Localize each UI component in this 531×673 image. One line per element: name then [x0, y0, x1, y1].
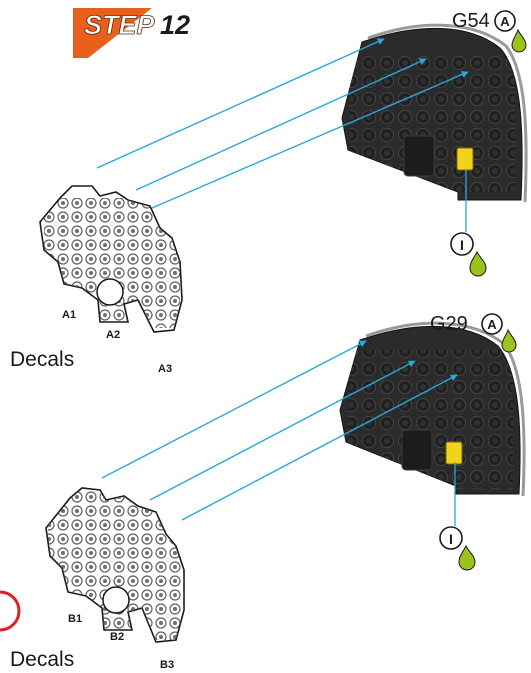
decal-label-b2: B2 [110, 631, 124, 643]
step-word: STEP [84, 10, 156, 40]
decal-label-b3: B3 [160, 659, 174, 671]
detail-badge-circle [450, 232, 474, 256]
decal-label-a3: A3 [158, 363, 172, 375]
paint-badge-a: A [494, 10, 527, 53]
instrument-panel-g29 [339, 321, 526, 497]
yellow-part [456, 147, 474, 171]
placement-arrow [149, 360, 416, 501]
detail-badge-letter: I [460, 237, 464, 253]
part-code: G29 [430, 313, 468, 335]
placement-arrow [96, 38, 385, 169]
paint-badge-circle [481, 313, 503, 335]
step-banner: STEP 12 [73, 8, 190, 58]
detail-badge-i: I [439, 526, 476, 571]
decal-label-a1: A1 [62, 309, 76, 321]
paint-badge-circle [494, 10, 516, 32]
paint-drop-icon [501, 328, 517, 353]
part-code: G54 [452, 10, 490, 32]
detail-badge-letter: I [449, 531, 453, 547]
decal-sheet-a: A1 A2 A3 [39, 185, 183, 375]
paint-drop-icon [511, 28, 527, 53]
step-number: 12 [160, 10, 190, 40]
placement-arrow [181, 374, 458, 521]
decals-caption: Decals [10, 648, 74, 671]
placement-arrow [151, 71, 469, 209]
edge-marker [0, 590, 21, 632]
placement-arrow [101, 340, 367, 479]
detail-drop-icon [469, 250, 487, 277]
step-banner-shape [73, 8, 152, 58]
decal-sheet-b: B1 B2 B3 [45, 487, 185, 671]
placement-arrow [135, 58, 427, 191]
section-g54: G54 A I A1 A2 A3 Decals [10, 10, 528, 375]
decal-label-b1: B1 [68, 613, 82, 625]
detail-badge-circle [439, 526, 463, 550]
paint-badge-letter: A [500, 14, 510, 29]
decal-label-a2: A2 [106, 329, 120, 341]
yellow-part [445, 441, 463, 465]
section-g29: G29 A I B1 B2 B3 Decals [10, 313, 526, 671]
detail-badge-i: I [450, 232, 487, 277]
control-stick-housing [403, 135, 435, 177]
decals-caption: Decals [10, 348, 74, 371]
detail-drop-icon [458, 544, 476, 571]
panel-rim [367, 23, 528, 203]
control-stick-housing [401, 429, 433, 471]
paint-badge-a: A [481, 313, 517, 353]
paint-badge-letter: A [487, 317, 497, 332]
instrument-panel-g54 [341, 23, 528, 203]
